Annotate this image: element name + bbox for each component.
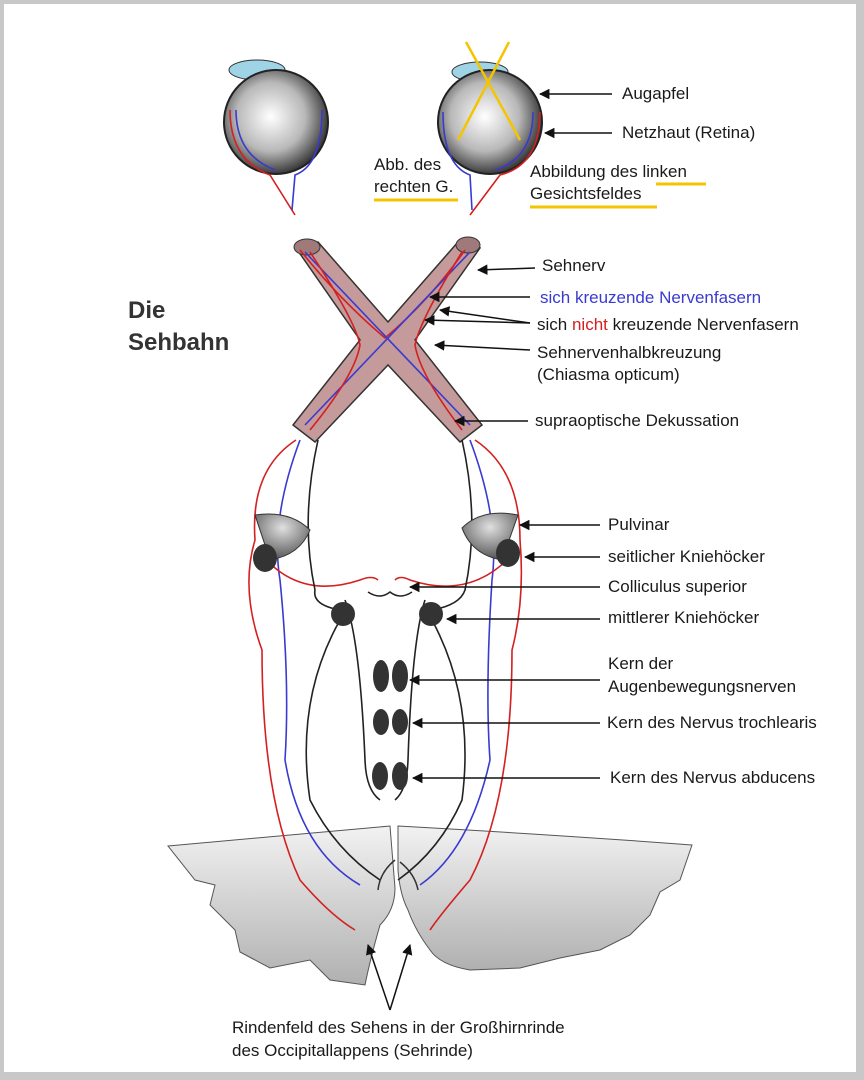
retina-fibers xyxy=(229,109,541,216)
label-kern-abducens: Kern des Nervus abducens xyxy=(610,768,815,787)
label-netzhaut: Netzhaut (Retina) xyxy=(622,123,755,142)
label-abb-rechts-2: rechten G. xyxy=(374,177,453,196)
occipital-cortex xyxy=(167,825,693,986)
label-abb-rechts-1: Abb. des xyxy=(374,155,441,174)
pointer-arrows xyxy=(366,88,612,1011)
visual-pathway-diagram: Die Sehbahn Augapfel Netzhaut (Retina) A… xyxy=(128,41,817,1060)
label-seitlicher: seitlicher Kniehöcker xyxy=(608,547,765,566)
label-chiasma-2: (Chiasma opticum) xyxy=(537,365,680,384)
label-abb-links-1: Abbildung des xyxy=(530,162,642,181)
lateral-geniculate xyxy=(253,539,520,572)
label-kreuzende: sich kreuzende Nervenfasern xyxy=(540,288,761,307)
label-abb-links: Abbildung des linken xyxy=(530,162,687,181)
label-rindenfeld-2: des Occipitallappens (Sehrinde) xyxy=(232,1041,473,1060)
visual-field-cross xyxy=(456,41,522,141)
label-abb-links-3: Gesichtsfeldes xyxy=(530,184,642,203)
optic-chiasma xyxy=(291,236,484,444)
label-dekussation: supraoptische Dekussation xyxy=(535,411,739,430)
title-line-1: Die xyxy=(128,297,165,324)
left-eye xyxy=(437,61,543,175)
label-abb-links-2: linken xyxy=(642,162,686,181)
medial-geniculate xyxy=(331,602,443,626)
label-mittlerer: mittlerer Kniehöcker xyxy=(608,608,760,627)
label-pulvinar: Pulvinar xyxy=(608,515,670,534)
label-nicht-kreuzende: sich nicht kreuzende Nervenfasern xyxy=(537,315,799,334)
title-line-2: Sehbahn xyxy=(128,329,229,356)
diagram-frame: Die Sehbahn Augapfel Netzhaut (Retina) A… xyxy=(4,4,856,1072)
label-nicht-kreuzende-2: nicht xyxy=(572,315,608,334)
cranial-nerve-nuclei xyxy=(372,660,408,790)
colliculus-shape xyxy=(367,591,413,597)
label-nicht-kreuzende-3: kreuzende Nervenfasern xyxy=(608,315,799,334)
label-sehnerv: Sehnerv xyxy=(542,256,606,275)
label-kern-augen-1: Kern der xyxy=(608,654,674,673)
label-augapfel: Augapfel xyxy=(622,84,689,103)
label-chiasma-1: Sehnervenhalbkreuzung xyxy=(537,343,721,362)
right-eye xyxy=(223,59,329,175)
label-colliculus: Colliculus superior xyxy=(608,577,747,596)
label-kern-trochlearis: Kern des Nervus trochlearis xyxy=(607,713,817,732)
label-kern-augen-2: Augenbewegungsnerven xyxy=(608,677,796,696)
label-rindenfeld-1: Rindenfeld des Sehens in der Großhirnrin… xyxy=(232,1018,565,1037)
label-nicht-kreuzende-1: sich xyxy=(537,315,572,334)
